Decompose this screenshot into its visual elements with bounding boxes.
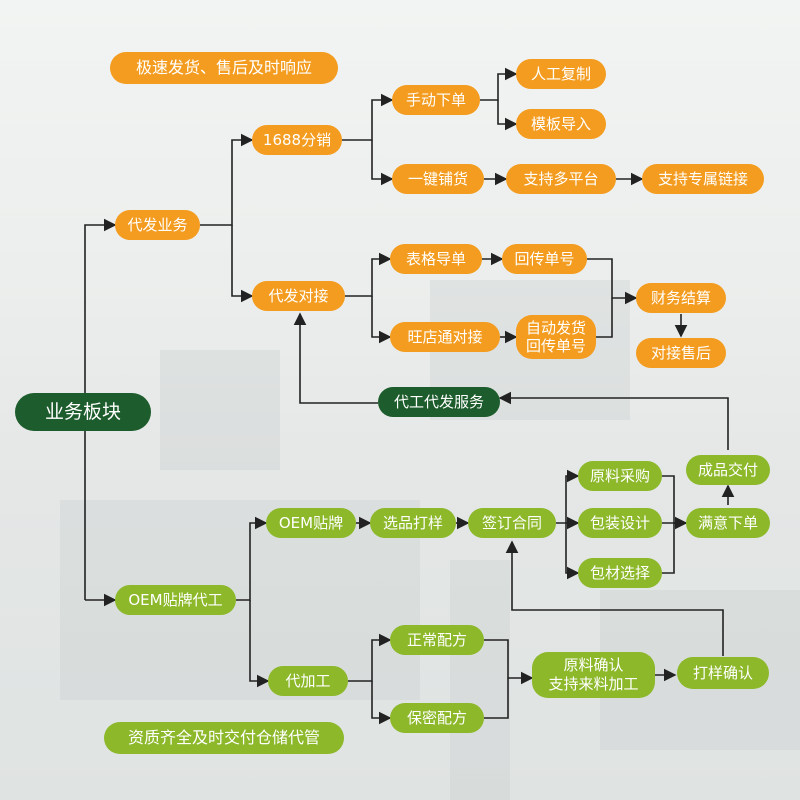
node-1688-distribution: 1688分销 <box>252 125 342 155</box>
node-dropship-docking: 代发对接 <box>252 281 345 311</box>
node-oem-dropship-service: 代工代发服务 <box>378 387 500 417</box>
node-finished-delivery: 成品交付 <box>686 455 770 485</box>
node-one-click-listing: 一键铺货 <box>392 164 484 194</box>
banner-fast-delivery: 极速发货、售后及时响应 <box>110 52 338 84</box>
node-template-import: 模板导入 <box>516 109 606 139</box>
banner-qualification: 资质齐全及时交付仓储代管 <box>104 722 344 754</box>
node-sign-contract: 签订合同 <box>468 508 556 538</box>
node-return-tracking: 回传单号 <box>502 244 587 274</box>
node-oem-contract-manufacturing: OEM贴牌代工 <box>115 585 236 615</box>
node-excel-import: 表格导单 <box>390 244 482 274</box>
node-manual-order: 手动下单 <box>392 85 480 115</box>
node-manual-copy: 人工复制 <box>516 59 606 89</box>
node-auto-ship-return: 自动发货 回传单号 <box>516 315 596 359</box>
node-normal-recipe: 正常配方 <box>390 625 484 655</box>
node-packaging-design: 包装设计 <box>578 508 662 538</box>
node-exclusive-link: 支持专属链接 <box>642 164 764 194</box>
node-sample-confirm: 打样确认 <box>677 657 769 689</box>
node-multi-platform: 支持多平台 <box>506 164 616 194</box>
node-select-sample: 选品打样 <box>370 508 456 538</box>
node-secret-recipe: 保密配方 <box>390 703 484 733</box>
root-business-section: 业务板块 <box>15 393 151 431</box>
node-after-sales: 对接售后 <box>636 338 726 368</box>
node-oem-branding: OEM贴牌 <box>266 508 356 538</box>
node-wangdiantong-docking: 旺店通对接 <box>390 322 500 352</box>
node-processing: 代加工 <box>268 666 348 696</box>
node-dropship-business: 代发业务 <box>115 210 200 240</box>
node-raw-material-purchase: 原料采购 <box>578 461 662 491</box>
node-raw-material-confirm: 原料确认 支持来料加工 <box>532 652 655 698</box>
node-finance-settlement: 财务结算 <box>636 283 726 313</box>
node-satisfied-order: 满意下单 <box>686 508 770 538</box>
node-packaging-material: 包材选择 <box>578 558 662 588</box>
